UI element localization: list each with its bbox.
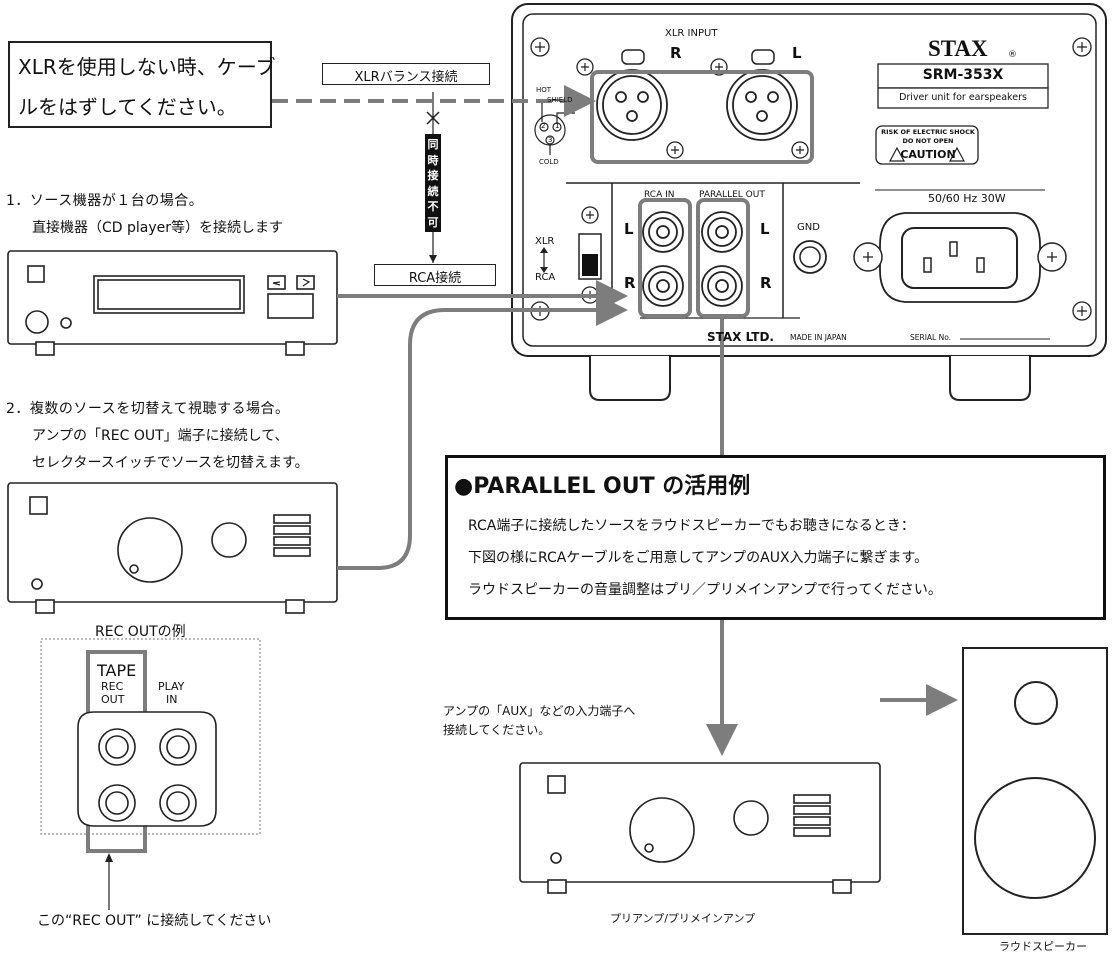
xlr-balance-label: XLRバランス接続 — [354, 70, 458, 85]
preamp — [519, 762, 881, 894]
model-label: SRM-353X — [922, 67, 1004, 83]
rca-in-label: RCA IN — [644, 190, 675, 200]
preamp-label: プリアンプ/プリメインアンプ — [610, 912, 756, 925]
rec-label: REC — [101, 680, 124, 693]
simultaneous-label-bg — [425, 134, 441, 232]
case1-line2: 直接機器（CD player等）を接続します — [32, 220, 284, 236]
simultaneous-label: 同時接続不可 — [427, 138, 439, 229]
parallel-l-label: L — [760, 220, 770, 238]
tape-jack-panel — [77, 711, 217, 827]
warn3-label: CAUTION — [900, 148, 956, 161]
parallel-out-line1: RCA端子に接続したソースをラウドスピーカーでもお聴きになるとき： — [468, 518, 915, 534]
amp-input-line2: 接続してください。 — [443, 723, 551, 737]
speaker-label: ラウドスピーカー — [999, 940, 1087, 953]
rca-conn-label: RCA接続 — [408, 271, 462, 286]
cd-player — [7, 250, 338, 356]
xlr-balance-label-box: XLRバランス接続 — [322, 63, 490, 85]
xlr-note-line2: ルをはずしてください。 — [18, 95, 237, 119]
xlr-input-label: XLR INPUT — [665, 28, 718, 39]
hot-label: HOT — [536, 86, 552, 94]
xlr-r-label: R — [670, 44, 682, 62]
rec-out-example-frame — [40, 638, 261, 835]
grey-cables — [337, 280, 958, 756]
rca-l-label: L — [624, 220, 634, 238]
loudspeaker — [962, 647, 1108, 935]
in-label: IN — [166, 693, 178, 706]
rca-jacks — [642, 211, 743, 307]
case2-line2: アンプの「REC OUT」端子に接続して、 — [32, 428, 289, 444]
play-label: PLAY — [158, 680, 185, 693]
serial-label: SERIAL No. — [910, 333, 952, 342]
rec-out-note: この“REC OUT” に接続してください — [37, 913, 272, 929]
xlr-pin-diagram — [534, 99, 575, 155]
case1-line1: 1．ソース機器が１台の場合。 — [6, 193, 204, 209]
shield-label: SHIELD — [547, 96, 573, 104]
source-amplifier — [7, 482, 338, 614]
case2-line3: セレクタースイッチでソースを切替えます。 — [32, 455, 309, 471]
rca-conn-label-box: RCA接続 — [374, 264, 496, 286]
xlr-input-r — [596, 69, 668, 141]
case2-line1: 2．複数のソースを切替えて視聴する場合。 — [6, 401, 290, 417]
xlr-l-label: L — [792, 44, 802, 62]
pin1-label: 1 — [555, 122, 560, 130]
parallel-out-label: PARALLEL OUT — [699, 190, 765, 200]
pin3-label: 3 — [548, 136, 553, 144]
maker-label: STAX LTD. — [707, 330, 774, 344]
rec-out-example-title: REC OUTの例 — [95, 624, 186, 640]
rca-r-label: R — [624, 274, 636, 292]
xlr-input-l — [726, 69, 798, 141]
pin2-label: 2 — [541, 122, 546, 130]
switch-rca-label: RCA — [535, 272, 556, 283]
parallel-r-label: R — [760, 274, 772, 292]
out-label: OUT — [101, 693, 125, 706]
parallel-out-box: ●PARALLEL OUT の活用例 RCA端子に接続したソースをラウドスピーカ… — [445, 455, 1106, 620]
parallel-out-line3: ラウドスピーカーの音量調整はプリ／プリメインアンプで行ってください。 — [468, 582, 942, 598]
desc-label: Driver unit for earspeakers — [899, 92, 1027, 103]
xlr-note-box: XLRを使用しない時、ケーブ ルをはずしてください。 — [8, 41, 276, 128]
warn2-label: DO NOT OPEN — [902, 137, 954, 145]
parallel-out-title: ●PARALLEL OUT の活用例 — [454, 474, 751, 499]
stax-logo: STAX — [928, 36, 988, 61]
parallel-out-line2: 下図の様にRCAケーブルをご用意してアンプのAUX入力端子に繋ぎます。 — [468, 550, 929, 566]
warn1-label: RISK OF ELECTRIC SHOCK — [881, 128, 975, 136]
gnd-label: GND — [797, 222, 820, 233]
xlr-note-line1: XLRを使用しない時、ケーブ — [18, 55, 276, 79]
power-label: 50/60 Hz 30W — [928, 192, 1006, 205]
cold-label: COLD — [539, 158, 559, 166]
amp-input-line1: アンプの「AUX」などの入力端子へ — [443, 704, 636, 718]
switch-xlr-label: XLR — [535, 236, 555, 247]
made-in-label: MADE IN JAPAN — [790, 333, 847, 342]
tape-label: TAPE — [97, 661, 137, 680]
amplifier-unit — [511, 3, 1107, 401]
stax-logo-mark: ® — [1008, 50, 1017, 60]
